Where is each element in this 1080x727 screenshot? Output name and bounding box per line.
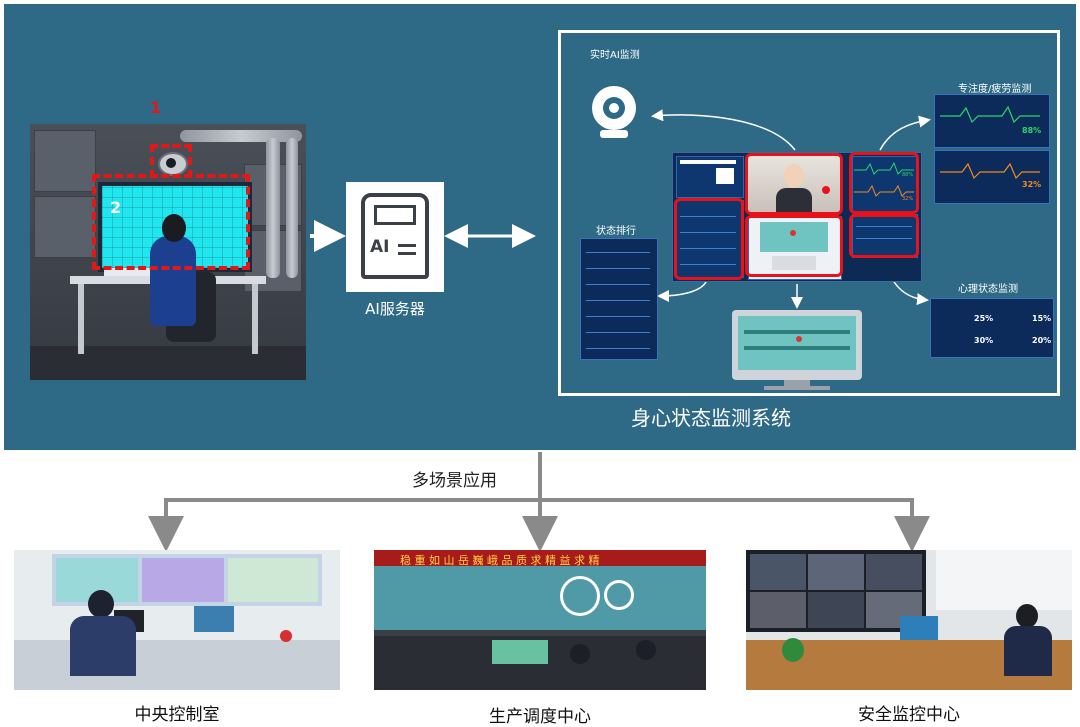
server-icon-text: AI bbox=[370, 237, 390, 257]
arrow-to-fatigue bbox=[879, 115, 931, 151]
mental-label: 心理状态监测 bbox=[958, 284, 1018, 295]
server-icon bbox=[361, 193, 429, 279]
screen-mark-number: 2 bbox=[110, 198, 122, 217]
fatigue-card-2-value: 32% bbox=[1022, 180, 1042, 189]
ranking-label: 状态排行 bbox=[596, 226, 636, 237]
status-ranking-card bbox=[580, 238, 658, 360]
operator-figure bbox=[150, 236, 196, 326]
multi-scene-label: 多场景应用 bbox=[412, 471, 497, 491]
mental-value-3: 30% bbox=[974, 336, 994, 345]
highlight-screen-panel bbox=[745, 215, 843, 277]
scene-caption-production-dispatch: 生产调度中心 bbox=[489, 707, 591, 727]
mental-state-card bbox=[930, 298, 1054, 358]
dashboard-mini-value-2: 32% bbox=[902, 196, 914, 202]
system-title: 身心状态监测系统 bbox=[631, 406, 791, 430]
mental-value-2: 15% bbox=[1032, 314, 1052, 323]
screen-highlight-box bbox=[92, 174, 250, 270]
highlight-fatigue-panel bbox=[849, 152, 919, 214]
highlight-face-panel bbox=[745, 153, 843, 215]
scene-photo-production-dispatch: 稳 重 如 山 岳 巍 峨 品 质 求 精 益 求 精 bbox=[374, 550, 706, 690]
arrow-to-realtime bbox=[651, 109, 796, 151]
realtime-ai-label: 实时AI监测 bbox=[590, 50, 640, 61]
mental-value-4: 20% bbox=[1032, 336, 1052, 345]
server-label: AI服务器 bbox=[365, 300, 425, 318]
dashboard-mini-value-1: 88% bbox=[902, 172, 914, 178]
scene-caption-central-control: 中央控制室 bbox=[134, 705, 220, 725]
monitoring-system-frame bbox=[558, 30, 1060, 396]
fatigue-card-2 bbox=[934, 150, 1050, 204]
scene-caption-safety-monitoring: 安全监控中心 bbox=[858, 705, 960, 725]
scene-banner-text: 稳 重 如 山 岳 巍 峨 品 质 求 精 益 求 精 bbox=[400, 554, 600, 567]
operator-workstation-illustration bbox=[30, 124, 306, 380]
scene-photo-central-control bbox=[14, 550, 340, 690]
scene-photo-safety-monitoring bbox=[746, 550, 1072, 690]
arrow-to-ranking bbox=[657, 281, 707, 302]
fatigue-card-1-value: 88% bbox=[1022, 126, 1042, 135]
highlight-ranking-panel bbox=[674, 198, 744, 280]
fatigue-label: 专注度/疲劳监测 bbox=[958, 84, 1032, 95]
fatigue-card-1 bbox=[934, 94, 1050, 148]
highlight-mental-panel bbox=[849, 214, 919, 258]
mental-value-1: 25% bbox=[974, 314, 994, 323]
camera-mark-number: 1 bbox=[150, 98, 162, 117]
